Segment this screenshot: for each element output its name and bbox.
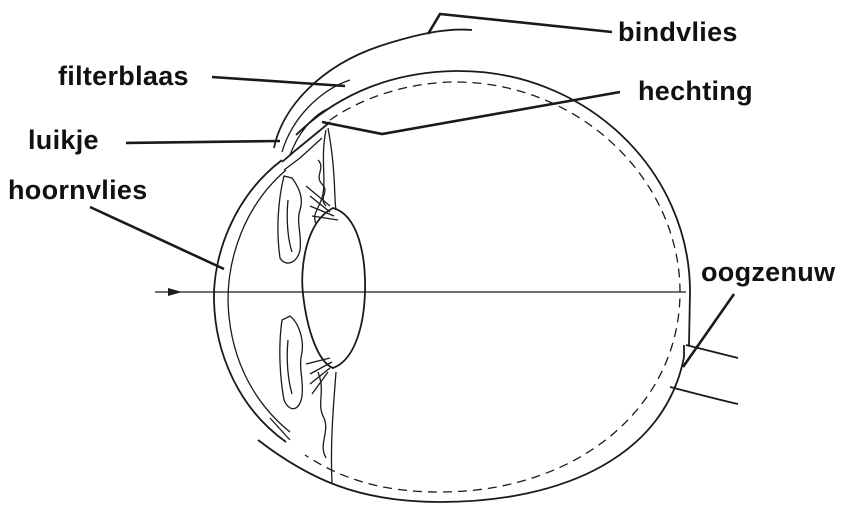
leader-filterblaas	[212, 77, 345, 86]
label-oogzenuw: oogzenuw	[701, 257, 835, 287]
scleral-flap	[282, 122, 330, 162]
sclera-outer-top	[296, 71, 690, 345]
leader-bindvlies	[428, 14, 612, 34]
cornea-inner	[228, 170, 290, 432]
leader-hoornvlies	[90, 207, 224, 269]
iris-lower	[280, 316, 303, 409]
cornea-outer	[214, 160, 286, 442]
ciliary-upper-zonule-1	[306, 186, 338, 220]
iris-upper	[278, 176, 301, 263]
iris-lower-inner	[287, 340, 292, 394]
label-hechting: hechting	[638, 76, 753, 106]
label-hoornvlies: hoornvlies	[8, 175, 148, 205]
sclera-outer	[258, 345, 684, 502]
lens	[302, 208, 365, 368]
optical-axis-arrow	[168, 288, 182, 296]
label-bindvlies: bindvlies	[618, 17, 738, 47]
label-luikje: luikje	[28, 125, 99, 155]
leader-hechting	[322, 92, 620, 134]
vitreous-boundary	[328, 128, 336, 210]
optic-nerve-lower	[670, 387, 738, 404]
leader-luikje	[126, 141, 280, 143]
retina-dashed	[305, 82, 680, 492]
vitreous-boundary-lower	[331, 372, 336, 484]
iris-upper-inner	[287, 200, 292, 252]
label-filterblaas: filterblaas	[58, 61, 189, 91]
